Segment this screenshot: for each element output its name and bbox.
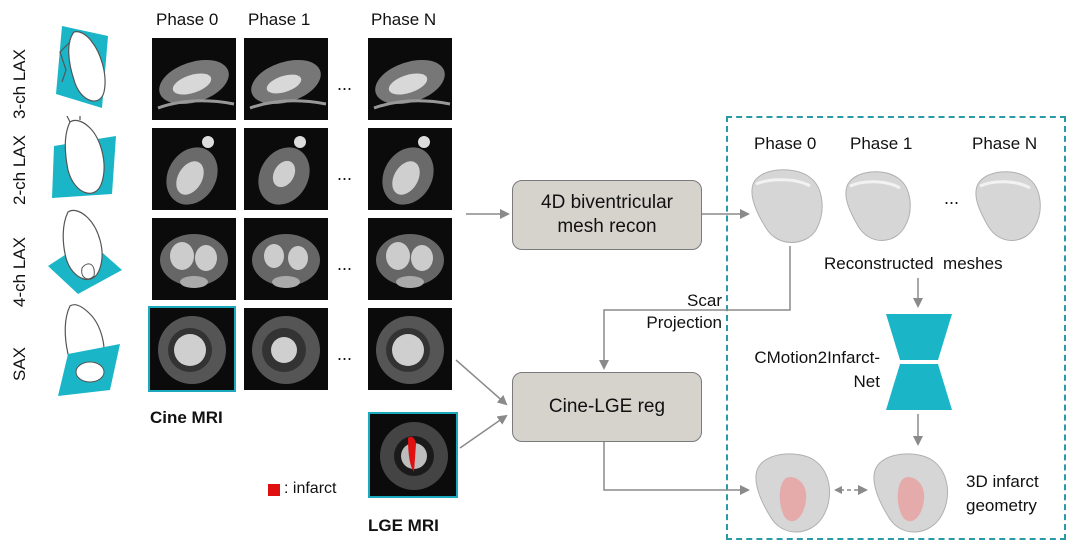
mesh-phase1 [845,171,911,241]
cine-sax-phaseN [368,308,452,390]
cine-4ch-phase0 [152,218,236,300]
row-label-3ch: 3-ch LAX [10,49,29,119]
mesh-phase-1-header: Phase 1 [850,134,913,153]
cine-2ch-phaseN [368,128,452,210]
infarct-legend-text: : infarct [284,480,337,497]
ellipsis-row4: ... [337,344,353,364]
lge-mri-label: LGE MRI [368,516,439,535]
arrow-cine-to-reg [455,359,508,406]
mesh-ellipsis: ... [944,188,960,208]
mesh-phase-0-header: Phase 0 [754,134,817,153]
arrow-lge-to-reg [459,414,508,449]
cine-2ch-phase1 [244,128,328,210]
network-label: CMotion2Infarct-Net [754,348,880,391]
cine-lge-reg-text: Cine-LGE reg [548,396,666,417]
row-label-sax: SAX [10,346,29,382]
cine-4ch-phaseN [368,218,452,300]
lge-mri-image [368,412,458,498]
cine-sax-phase1 [244,308,328,390]
phase-n-header: Phase N [371,10,437,29]
ellipsis-row1: ... [337,74,353,94]
mesh-phase0 [751,169,823,243]
phase-1-header: Phase 1 [248,10,311,29]
row-label-4ch: 4-ch LAX [10,237,29,307]
infarct-legend-swatch [268,484,280,496]
ellipsis-row2: ... [337,164,353,184]
scar-projection-label: Scar Projection [646,291,722,332]
ellipsis-row3: ... [337,254,353,274]
cine-2ch-phase0 [152,128,236,210]
heart-plane-sax-icon [58,304,120,396]
row-label-2ch: 2-ch LAX [10,135,29,205]
mesh-phaseN [975,171,1041,241]
cine-3ch-phaseN [368,38,452,120]
mesh-phase-n-header: Phase N [972,134,1038,153]
mesh-recon-box: 4D biventricular mesh recon [512,180,702,250]
heart-plane-2ch-icon [52,116,116,198]
mesh-recon-text: 4D biventricular mesh recon [541,192,673,237]
phase-0-header: Phase 0 [156,10,219,29]
heart-plane-4ch-icon [48,209,122,294]
infarct-geometry-label: 3D infarct geometry [966,472,1039,515]
network-hourglass-icon [886,314,952,410]
infarct-mesh-right [873,453,949,533]
cine-3ch-phase1 [244,38,328,120]
cine-lge-reg-box: Cine-LGE reg [512,372,702,442]
infarct-mesh-left [755,453,831,533]
reconstructed-meshes-label: Reconstructed meshes [824,254,1003,273]
cine-3ch-phase0 [152,38,236,120]
cine-mri-label: Cine MRI [150,408,223,427]
cine-sax-phase0 [148,306,236,392]
cine-4ch-phase1 [244,218,328,300]
heart-plane-3ch-icon [56,26,108,108]
